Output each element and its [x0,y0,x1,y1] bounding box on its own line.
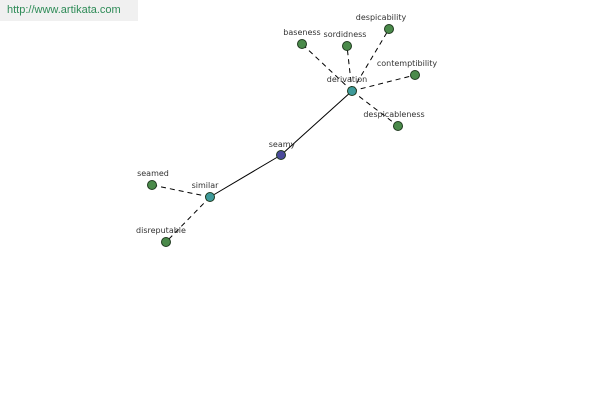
node-despicableness[interactable] [393,121,403,131]
node-label-baseness[interactable]: baseness [283,28,320,37]
edge-seamy-similar [209,154,282,198]
edge-seamy-derivation [280,90,353,156]
edge-derivation-contemptibility [351,74,416,92]
edge-derivation-sordidness [346,45,353,92]
node-label-disreputable[interactable]: disreputable [136,226,186,235]
node-derivation[interactable] [347,86,357,96]
node-label-despicability[interactable]: despicability [356,13,407,22]
graph-nodes [147,24,420,247]
node-disreputable[interactable] [161,237,171,247]
edge-derivation-despicability [351,28,390,92]
node-seamy[interactable] [276,150,286,160]
node-sordidness[interactable] [342,41,352,51]
edge-similar-seamed [151,184,211,198]
edge-derivation-despicableness [351,90,399,127]
node-contemptibility[interactable] [410,70,420,80]
node-label-seamy[interactable]: seamy [269,140,296,149]
edge-derivation-baseness [301,43,353,92]
node-label-derivation[interactable]: derivation [327,75,367,84]
node-label-sordidness[interactable]: sordidness [324,30,367,39]
node-label-despicableness[interactable]: despicableness [363,110,424,119]
node-similar[interactable] [205,192,215,202]
node-seamed[interactable] [147,180,157,190]
node-baseness[interactable] [297,39,307,49]
node-despicability[interactable] [384,24,394,34]
node-label-similar[interactable]: similar [192,181,220,190]
edge-similar-disreputable [165,196,211,243]
graph-edges [151,28,416,243]
node-label-seamed[interactable]: seamed [137,169,169,178]
graph-labels: seamy derivation similar baseness sordidness… [136,13,437,235]
watermark-url: http://www.artikata.com [0,0,138,21]
node-label-contemptibility[interactable]: contemptibility [377,59,438,68]
